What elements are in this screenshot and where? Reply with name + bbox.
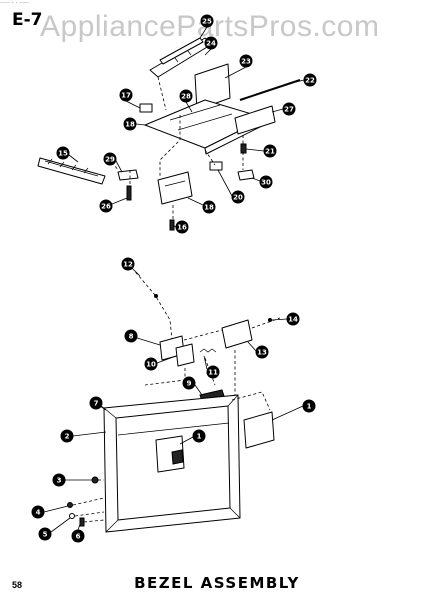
part-washer-5 — [69, 513, 75, 519]
callout-number: 12 — [123, 261, 133, 269]
callout-number: 3 — [57, 477, 62, 485]
callout-number: 27 — [284, 106, 294, 114]
callout-number: 13 — [257, 349, 267, 357]
callout-24: 24 — [204, 36, 218, 50]
part-bracket-13 — [221, 319, 253, 349]
part-clip-30 — [237, 169, 255, 181]
callout-number: 23 — [241, 58, 251, 66]
callout-28: 28 — [179, 89, 193, 103]
callout-number: 15 — [58, 150, 68, 158]
callout-14: 14 — [286, 312, 300, 326]
callout-number: 21 — [265, 148, 275, 156]
callout-number: 2 — [65, 433, 70, 441]
part-shield-23 — [194, 63, 231, 111]
callout-number: 29 — [105, 156, 115, 164]
callout-number: 11 — [208, 369, 218, 377]
page-number: 58 — [12, 580, 23, 590]
callout-13: 13 — [255, 345, 269, 359]
callout-number: 6 — [76, 533, 81, 541]
leader-lines — [43, 26, 305, 533]
callout-number: 5 — [43, 531, 48, 539]
callout-1: 1 — [192, 429, 206, 443]
callout-number: 24 — [206, 40, 216, 48]
upper-control-assembly — [37, 37, 301, 231]
callout-18: 18 — [123, 117, 137, 131]
callout-15: 15 — [56, 146, 70, 160]
part-side-plate-1 — [243, 411, 275, 449]
part-screw-16 — [169, 219, 175, 231]
callout-number: 18 — [125, 121, 135, 129]
callout-9: 9 — [182, 376, 196, 390]
callout-2: 2 — [60, 429, 74, 443]
callout-number: 7 — [94, 400, 99, 408]
callout-3: 3 — [52, 473, 66, 487]
callout-number: 20 — [233, 194, 243, 202]
part-clip-17 — [139, 103, 153, 113]
part-bracket-10 — [175, 343, 195, 367]
part-screw-4 — [67, 502, 73, 508]
callout-4: 4 — [31, 505, 45, 519]
callout-16: 16 — [175, 220, 189, 234]
callout-7: 7 — [89, 396, 103, 410]
callout-number: 1 — [307, 403, 312, 411]
callout-12: 12 — [121, 257, 135, 271]
lower-bezel-assembly — [67, 267, 281, 533]
callout-25: 25 — [200, 14, 214, 28]
callout-1: 1 — [302, 399, 316, 413]
callout-number: 28 — [181, 93, 191, 101]
part-bracket-25 — [159, 37, 204, 65]
part-screw-21 — [240, 143, 247, 154]
callout-23: 23 — [239, 54, 253, 68]
callout-20: 20 — [231, 190, 245, 204]
part-nut-6 — [79, 517, 85, 527]
sheet-id: E-7 — [12, 10, 43, 30]
callout-number: 30 — [261, 179, 271, 187]
callout-number: 22 — [305, 77, 315, 85]
callout-17: 17 — [119, 88, 133, 102]
diagram-caption: BEZEL ASSEMBLY — [134, 574, 300, 592]
part-bracket-24 — [149, 37, 213, 78]
callout-number: 10 — [146, 361, 156, 369]
part-switch-15 — [37, 157, 106, 185]
callout-number: 17 — [121, 92, 131, 100]
callout-18: 18 — [202, 200, 216, 214]
callout-26: 26 — [99, 199, 113, 213]
part-bracket-29 — [117, 169, 139, 181]
callout-5: 5 — [38, 527, 52, 541]
callout-27: 27 — [282, 102, 296, 116]
part-screw-3 — [91, 476, 99, 484]
callout-29: 29 — [103, 152, 117, 166]
callout-number: 16 — [177, 224, 187, 232]
callout-number: 1 — [197, 433, 202, 441]
callout-30: 30 — [259, 175, 273, 189]
callout-number: 18 — [204, 204, 214, 212]
part-bracket-27 — [234, 105, 276, 135]
callout-number: 4 — [36, 509, 41, 517]
part-bracket-19 — [157, 171, 193, 205]
part-screw-26 — [126, 185, 132, 201]
callout-number: 14 — [288, 316, 298, 324]
header-scrap-text: ····· · · ····· — [0, 0, 29, 6]
part-clip-20 — [209, 161, 223, 171]
callout-number: 8 — [129, 333, 134, 341]
callout-11: 11 — [206, 365, 220, 379]
part-spring-11 — [199, 348, 217, 353]
callout-8: 8 — [124, 329, 138, 343]
callout-6: 6 — [71, 529, 85, 543]
callout-number: 25 — [202, 18, 212, 26]
callout-number: 26 — [101, 203, 111, 211]
callout-21: 21 — [263, 144, 277, 158]
callout-number: 9 — [187, 380, 192, 388]
callout-22: 22 — [303, 73, 317, 87]
callout-10: 10 — [144, 357, 158, 371]
